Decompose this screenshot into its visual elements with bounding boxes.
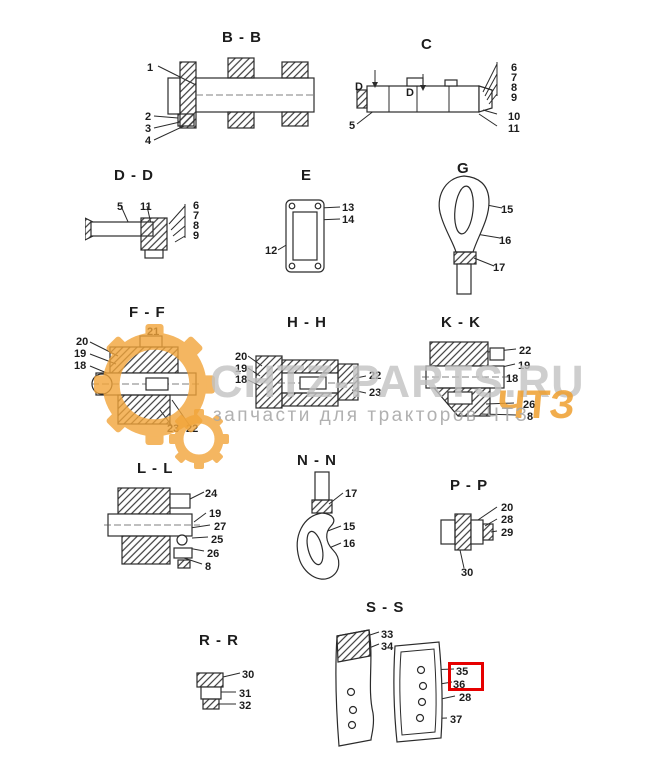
callout: 18 [235, 374, 248, 386]
section-title-bb: B - B [222, 29, 262, 46]
callout: 18 [74, 360, 87, 372]
callout: 28 [501, 514, 514, 526]
callout: 19 [235, 363, 248, 375]
callout: 19 [518, 360, 531, 372]
drawing-rr [196, 672, 241, 710]
callout: 22 [186, 423, 199, 435]
callout: 37 [450, 714, 463, 726]
callout: 23 [167, 423, 180, 435]
callout: 13 [342, 202, 355, 214]
callout: 20 [501, 502, 514, 514]
section-title-g: G [457, 160, 470, 177]
callout: 30 [461, 567, 474, 579]
callout: 8 [527, 411, 534, 423]
callout: 9 [511, 92, 518, 104]
section-title-ff: F - F [129, 304, 166, 321]
callout: 31 [239, 688, 252, 700]
section-title-ll: L - L [137, 460, 174, 477]
callout: 15 [343, 521, 356, 533]
callout: 19 [74, 348, 87, 360]
section-title-hh: H - H [287, 314, 327, 331]
drawing-bb [153, 57, 315, 141]
drawing-hh [248, 355, 366, 409]
callout: 19 [209, 508, 222, 520]
callout: 17 [493, 262, 506, 274]
callout: 10 [508, 111, 521, 123]
callout: 8 [205, 561, 212, 573]
section-title-nn: N - N [297, 452, 337, 469]
callout: 20 [235, 351, 248, 363]
callout: 8 [193, 220, 200, 232]
callout: 21 [147, 326, 160, 338]
callout: 5 [349, 120, 356, 132]
callout: 32 [239, 700, 252, 712]
callout: 25 [211, 534, 224, 546]
drawing-ll [104, 487, 211, 569]
callout: 8 [511, 82, 518, 94]
section-title-c: C [421, 36, 433, 53]
callout: 14 [342, 214, 355, 226]
callout: 35 [456, 666, 469, 678]
highlight-box [448, 662, 484, 691]
callout: 17 [345, 488, 358, 500]
callout: 16 [343, 538, 356, 550]
callout: 22 [519, 345, 532, 357]
section-title-ss: S - S [366, 599, 405, 616]
callout: 4 [145, 135, 152, 147]
callout: 5 [117, 201, 124, 213]
callout: 3 [145, 123, 152, 135]
callout: 11 [140, 201, 152, 213]
callout: 11 [508, 123, 520, 135]
callout: 30 [242, 669, 255, 681]
drawing-e [278, 199, 341, 273]
callout: 24 [205, 488, 218, 500]
drawing-ff [89, 335, 200, 427]
drawing-c [356, 62, 498, 127]
callout: 26 [207, 548, 220, 560]
section-title-rr: R - R [199, 632, 239, 649]
callout: 26 [523, 399, 536, 411]
callout: 22 [369, 370, 382, 382]
section-title-kk: K - K [441, 314, 481, 331]
callout: 9 [193, 230, 200, 242]
callout: 36 [453, 679, 466, 691]
drawing-dd [85, 204, 186, 259]
callout: 27 [214, 521, 227, 533]
callout: 23 [369, 387, 382, 399]
callout: 15 [501, 204, 514, 216]
section-title-pp: P - P [450, 477, 489, 494]
callout: 12 [265, 245, 278, 257]
callout: 28 [459, 692, 472, 704]
callout: D [355, 81, 363, 93]
callout: 33 [381, 629, 394, 641]
callout: 20 [76, 336, 89, 348]
callout: D [406, 87, 414, 99]
callout: 6 [193, 200, 200, 212]
section-title-dd: D - D [114, 167, 154, 184]
callout: 1 [147, 62, 154, 74]
callout: 34 [381, 641, 394, 653]
drawing-pp [440, 506, 498, 569]
callout: 6 [511, 62, 518, 74]
drawing-ss [335, 629, 456, 747]
callout: 16 [499, 235, 512, 247]
drawing-kk [422, 341, 517, 417]
section-title-e: E [301, 167, 313, 184]
callout: 7 [193, 210, 200, 222]
drawing-g [438, 175, 503, 295]
callout: 18 [506, 373, 519, 385]
callout: 2 [145, 111, 152, 123]
callout: 7 [511, 72, 518, 84]
drawing-nn [296, 471, 344, 580]
callout: 29 [501, 527, 514, 539]
